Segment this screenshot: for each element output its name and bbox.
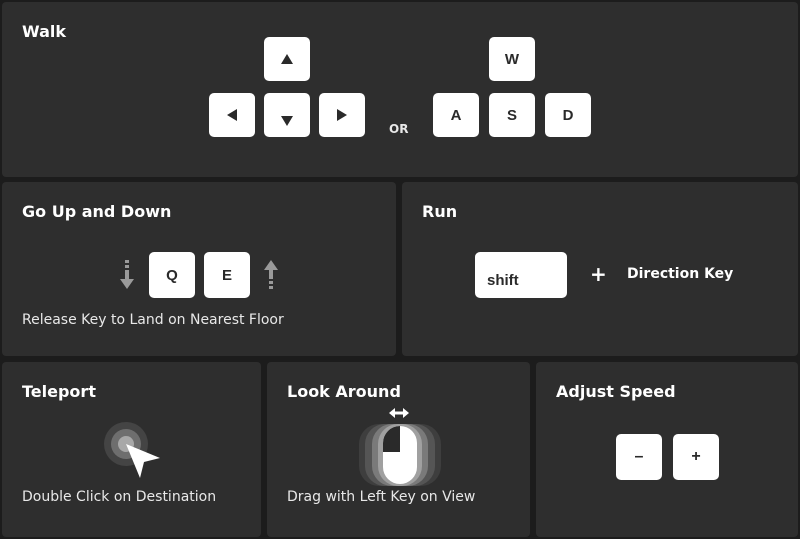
shift-key[interactable]: shift <box>475 252 567 298</box>
double-click-cursor-icon <box>104 422 160 478</box>
a-key[interactable]: A <box>433 93 479 137</box>
down-arrow-icon <box>120 260 134 289</box>
up-down-panel: Go Up and Down Q E Release Key to Land o… <box>2 182 396 356</box>
shift-key-label: shift <box>487 272 519 289</box>
up-arrow-icon <box>264 260 278 289</box>
direction-key-label: Direction Key <box>627 266 734 282</box>
arrow-left-icon <box>227 109 237 121</box>
arrow-down-key[interactable] <box>264 93 310 137</box>
look-desc: Drag with Left Key on View <box>287 489 476 505</box>
look-panel: Look Around Drag with Left Key on View <box>267 362 530 537</box>
e-key[interactable]: E <box>204 252 250 298</box>
arrow-up-icon <box>281 54 293 64</box>
teleport-title: Teleport <box>22 382 96 401</box>
plus-sign: + <box>590 262 607 286</box>
walk-panel: Walk OR W A S D <box>2 2 798 177</box>
walk-title: Walk <box>22 22 66 41</box>
s-key[interactable]: S <box>489 93 535 137</box>
speed-plus-key[interactable]: + <box>673 434 719 480</box>
teleport-desc: Double Click on Destination <box>22 489 217 505</box>
q-key[interactable]: Q <box>149 252 195 298</box>
horizontal-arrows-icon <box>389 408 409 418</box>
arrow-right-key[interactable] <box>319 93 365 137</box>
run-panel: Run shift + Direction Key <box>402 182 798 356</box>
arrow-down-icon <box>281 116 293 126</box>
speed-title: Adjust Speed <box>556 382 676 401</box>
mouse-left-drag-icon <box>359 424 441 486</box>
arrow-left-key[interactable] <box>209 93 255 137</box>
look-title: Look Around <box>287 382 401 401</box>
speed-panel: Adjust Speed – + <box>536 362 798 537</box>
or-label: OR <box>389 122 409 136</box>
arrow-right-icon <box>337 109 347 121</box>
w-key[interactable]: W <box>489 37 535 81</box>
d-key[interactable]: D <box>545 93 591 137</box>
teleport-panel: Teleport Double Click on Destination <box>2 362 261 537</box>
arrow-up-key[interactable] <box>264 37 310 81</box>
run-title: Run <box>422 202 458 221</box>
up-down-desc: Release Key to Land on Nearest Floor <box>22 312 284 328</box>
up-down-title: Go Up and Down <box>22 202 172 221</box>
speed-minus-key[interactable]: – <box>616 434 662 480</box>
